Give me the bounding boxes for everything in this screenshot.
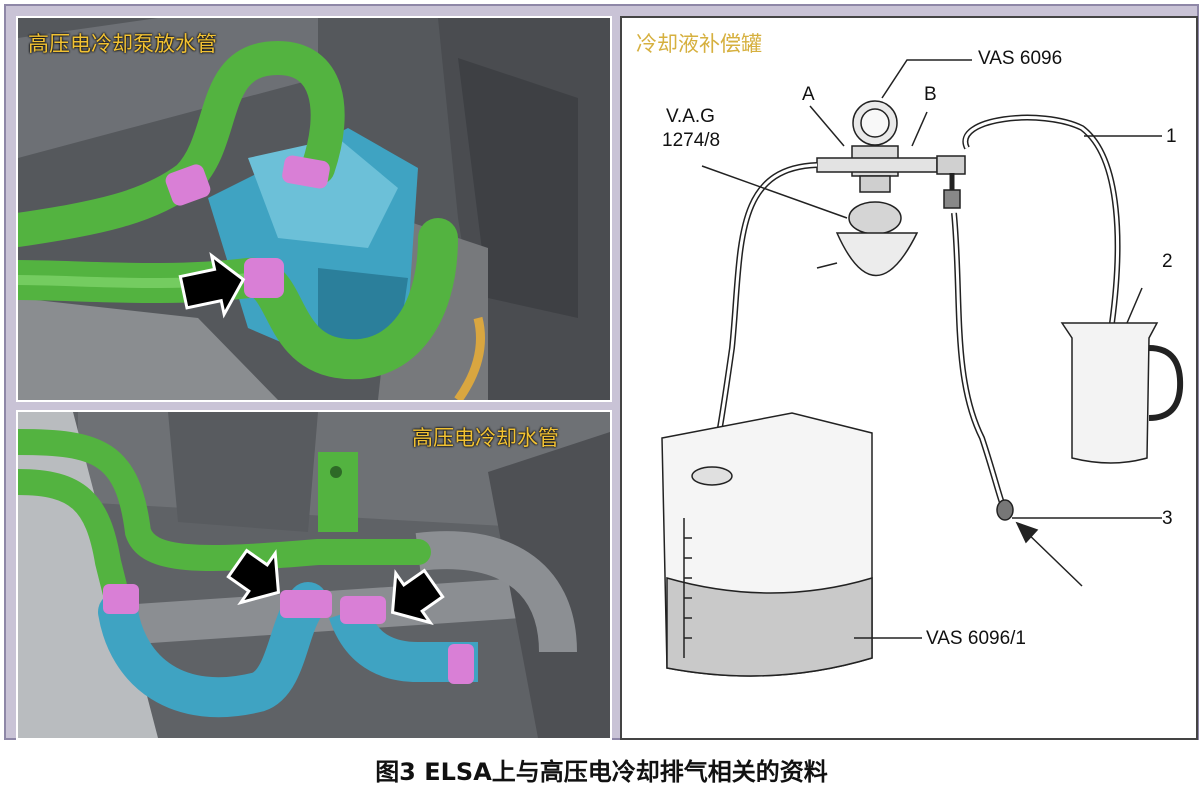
gauge-tool-label: VAS 6096 bbox=[978, 48, 1063, 69]
arrow-icon bbox=[178, 251, 246, 319]
figure-frame: 高压电冷却泵放水管 高压电冷却水管 bbox=[4, 4, 1199, 740]
arrow-icon bbox=[390, 568, 445, 626]
port-b-label: B bbox=[924, 84, 937, 105]
adaptor-tool-label-line1: V.A.G bbox=[666, 106, 715, 127]
figure-caption: 图3 ELSA上与高压电冷却排气相关的资料 bbox=[375, 758, 828, 786]
coolant-reservoir-diagram: 冷却液补偿罐 VAS 6096 A B V.A.G 1274/8 1 2 3 V… bbox=[620, 16, 1198, 740]
pump-drain-hose-illustration bbox=[18, 18, 610, 400]
port-a-label: A bbox=[802, 84, 815, 105]
coolant-hose-panel: 高压电冷却水管 bbox=[16, 410, 612, 740]
reservoir-fill-tool-illustration bbox=[661, 59, 1184, 677]
pump-drain-hose-label: 高压电冷却泵放水管 bbox=[28, 32, 217, 56]
adaptor-tool-label-line2: 1274/8 bbox=[662, 130, 721, 151]
jug-label: 2 bbox=[1162, 251, 1173, 272]
arrow-icon bbox=[226, 548, 281, 606]
coolant-hose-illustration bbox=[18, 412, 610, 738]
coupling-label: 3 bbox=[1162, 508, 1173, 529]
pump-drain-hose-panel: 高压电冷却泵放水管 bbox=[16, 16, 612, 402]
canister-label: VAS 6096/1 bbox=[926, 628, 1027, 649]
coolant-hose-label: 高压电冷却水管 bbox=[412, 426, 559, 450]
reservoir-title: 冷却液补偿罐 bbox=[636, 32, 762, 56]
hose-label: 1 bbox=[1166, 126, 1177, 147]
